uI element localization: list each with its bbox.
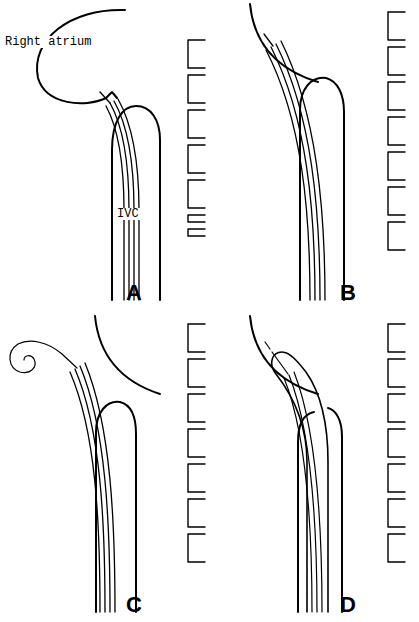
panel-b xyxy=(250,4,405,300)
anatomy-label: Right atrium xyxy=(4,36,92,48)
panel-letter: B xyxy=(340,282,356,304)
panel-letter: C xyxy=(126,594,142,616)
panel-c xyxy=(10,316,205,612)
panel-d xyxy=(250,316,405,612)
panel-letter: D xyxy=(340,594,356,616)
panel-letter: A xyxy=(126,282,142,304)
anatomy-label: IVC xyxy=(116,208,140,220)
panel-a xyxy=(37,10,205,300)
